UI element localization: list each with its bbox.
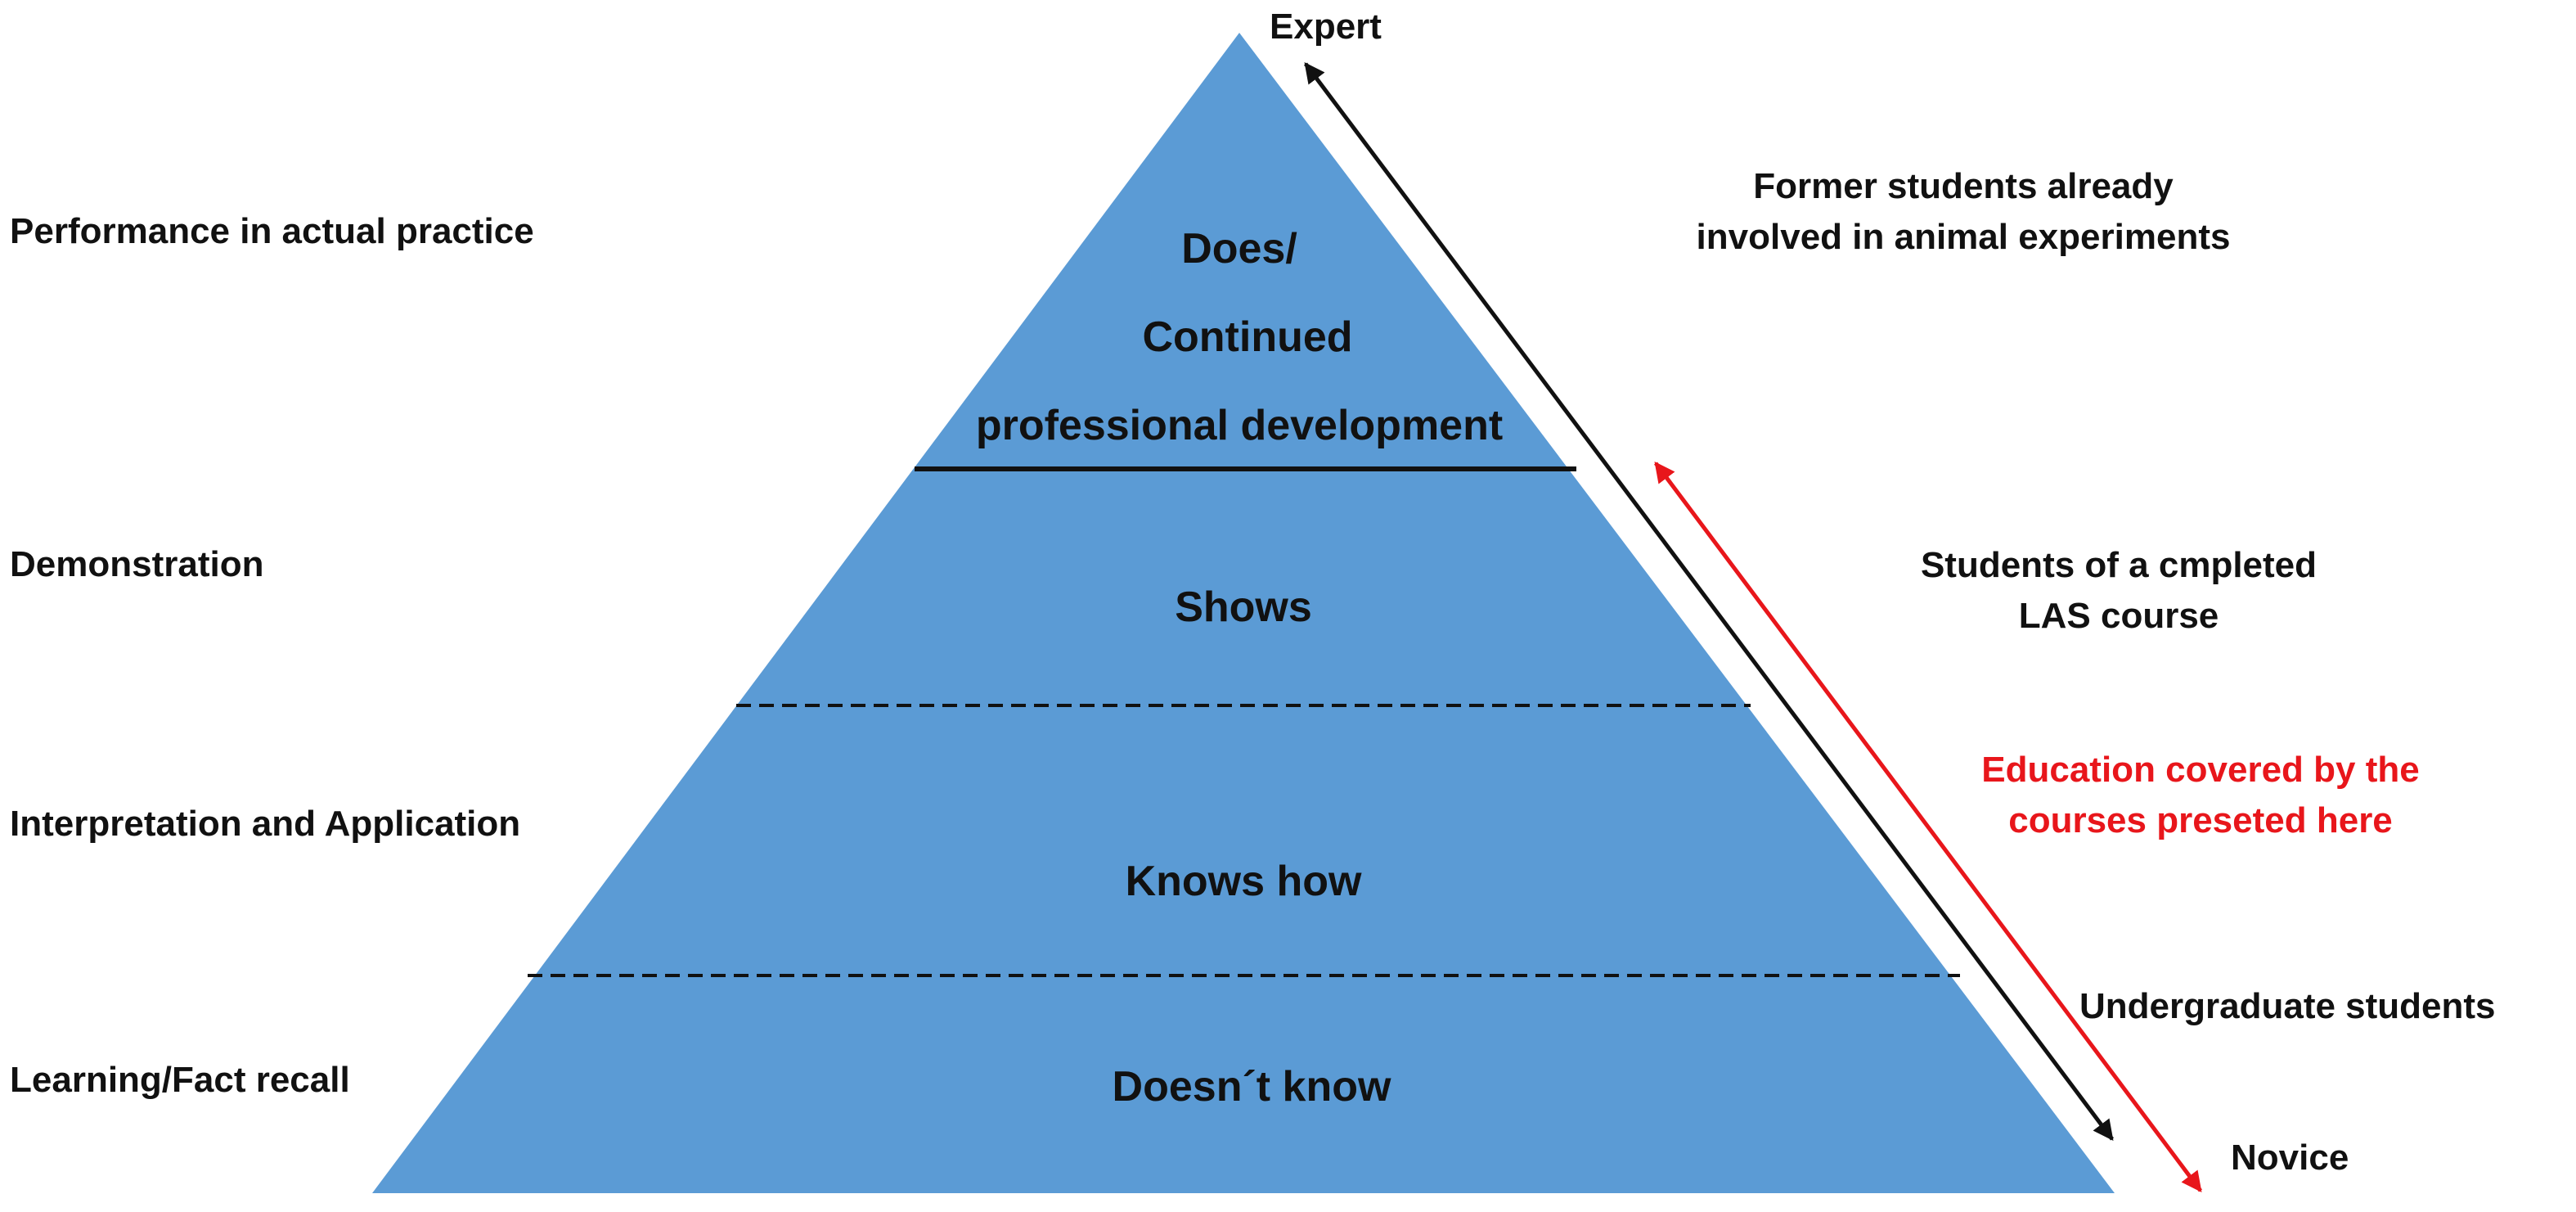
right-label-education-covered: Education covered by the courses presete… (1981, 750, 2420, 840)
left-label-learning: Learning/Fact recall (10, 1060, 350, 1100)
education-range-arrow (1653, 461, 2203, 1193)
right-label-undergraduate: Undergraduate students (2079, 986, 2496, 1026)
level-shows: Shows (1175, 583, 1312, 631)
left-label-interpretation: Interpretation and Application (10, 804, 521, 844)
right-label-former-students: Former students already involved in anim… (1696, 166, 2231, 257)
pole-novice: Novice (2231, 1138, 2349, 1178)
level-doesnt-know: Doesn´t know (1112, 1063, 1391, 1111)
level-does-line3: professional development (975, 402, 1504, 449)
level-does-line1: Does/ (1181, 225, 1297, 273)
left-label-performance: Performance in actual practice (10, 211, 534, 251)
left-label-demonstration: Demonstration (10, 544, 264, 584)
level-does-line2: Continued (1142, 313, 1353, 361)
right-label-completed-course: Students of a cmpleted LAS course (1920, 545, 2318, 636)
pole-expert: Expert (1270, 7, 1382, 47)
level-knows-how: Knows how (1125, 858, 1362, 905)
